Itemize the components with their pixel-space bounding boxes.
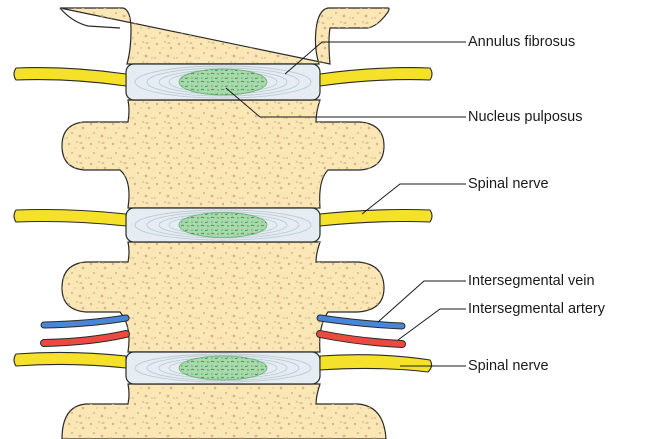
spinal-nerve-left-3 (14, 352, 126, 368)
intervertebral-disc-3 (126, 352, 320, 384)
vertebra-1 (60, 8, 389, 64)
spinal-nerve-left-1 (14, 68, 126, 86)
label-spinal-nerve-lower: Spinal nerve (468, 359, 549, 374)
label-intersegmental-vein: Intersegmental vein (468, 274, 595, 289)
vertebra-2 (62, 100, 384, 208)
label-annulus-fibrosus: Annulus fibrosus (468, 35, 575, 50)
leader-intersegmental-artery (398, 309, 466, 340)
label-spinal-nerve-upper: Spinal nerve (468, 177, 549, 192)
leader-intersegmental-vein (378, 281, 466, 322)
label-nucleus-pulposus: Nucleus pulposus (468, 110, 582, 125)
spinal-nerve-right-3 (320, 355, 432, 372)
spinal-nerve-right-2 (320, 210, 432, 227)
vertebra-4 (62, 384, 386, 439)
intervertebral-disc-2 (126, 208, 320, 242)
label-intersegmental-artery: Intersegmental artery (468, 302, 605, 317)
spinal-nerve-left-2 (14, 210, 126, 227)
spinal-nerve-right-1 (320, 68, 432, 86)
